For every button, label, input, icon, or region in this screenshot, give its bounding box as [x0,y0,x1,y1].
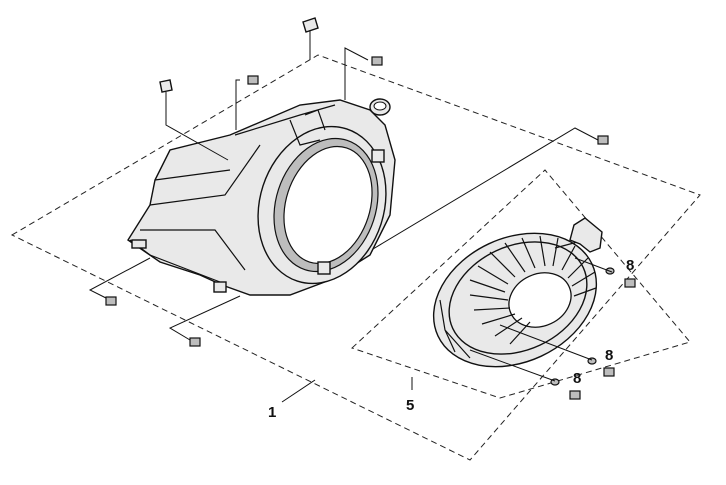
leader-bolt-top-center-left [235,79,240,130]
fan-cover-opening [283,145,373,265]
fan-cover-fasteners [88,17,609,347]
assembly-boundary-recoil-starter [351,169,691,399]
fan-cover-tab-bottom [213,281,227,293]
leader-bolt-top-right [344,47,369,100]
leader-nut-right-top [574,257,613,273]
fan-cover-cap-plug-inner [373,101,387,111]
bolt-right-low [569,390,581,400]
callout-8-low-label: 8 [573,370,581,387]
bolt-bottom-left [105,296,117,306]
fan-cover-tab-ring-top [371,149,385,163]
leader-callout-1 [281,379,316,403]
bolt-far-right [597,135,609,145]
fan-cover-top-ridge [234,104,336,146]
recoil-handle-grip [569,217,603,253]
fan-cover-tab-bottom-left [131,239,147,249]
recoil-starter-fasteners [469,257,636,400]
leader-bolt-bottom-left [88,257,151,299]
leader-clip-top-left [165,92,229,161]
leader-bolt-bottom [168,295,241,341]
callout-8-top-label: 8 [626,257,634,274]
bolt-top-center-left [247,75,259,85]
fan-cover-tab-ring-bottom [317,261,331,275]
callout-1-label: 1 [268,404,276,421]
bolt-right-top [624,278,636,288]
bolt-bottom [189,337,201,347]
fan-cover-part [127,98,396,296]
bolt-top-right [371,56,383,66]
leader-nut-right-mid [499,324,593,361]
recoil-starter-center-hole [508,272,572,328]
fan-cover-duct-lines [129,144,261,283]
clip-top-center [302,17,319,33]
callout-8-mid-label: 8 [605,347,613,364]
recoil-starter-rim [439,299,471,359]
leader-line-top-right-bolt [367,127,599,253]
assembly-boundary-fan-cover [10,54,701,461]
bolt-right-mid [603,367,615,377]
clip-top-left [159,79,173,93]
leader-nut-right-low [469,349,556,382]
recoil-starter-part [432,217,603,368]
callout-5-label: 5 [406,397,414,414]
